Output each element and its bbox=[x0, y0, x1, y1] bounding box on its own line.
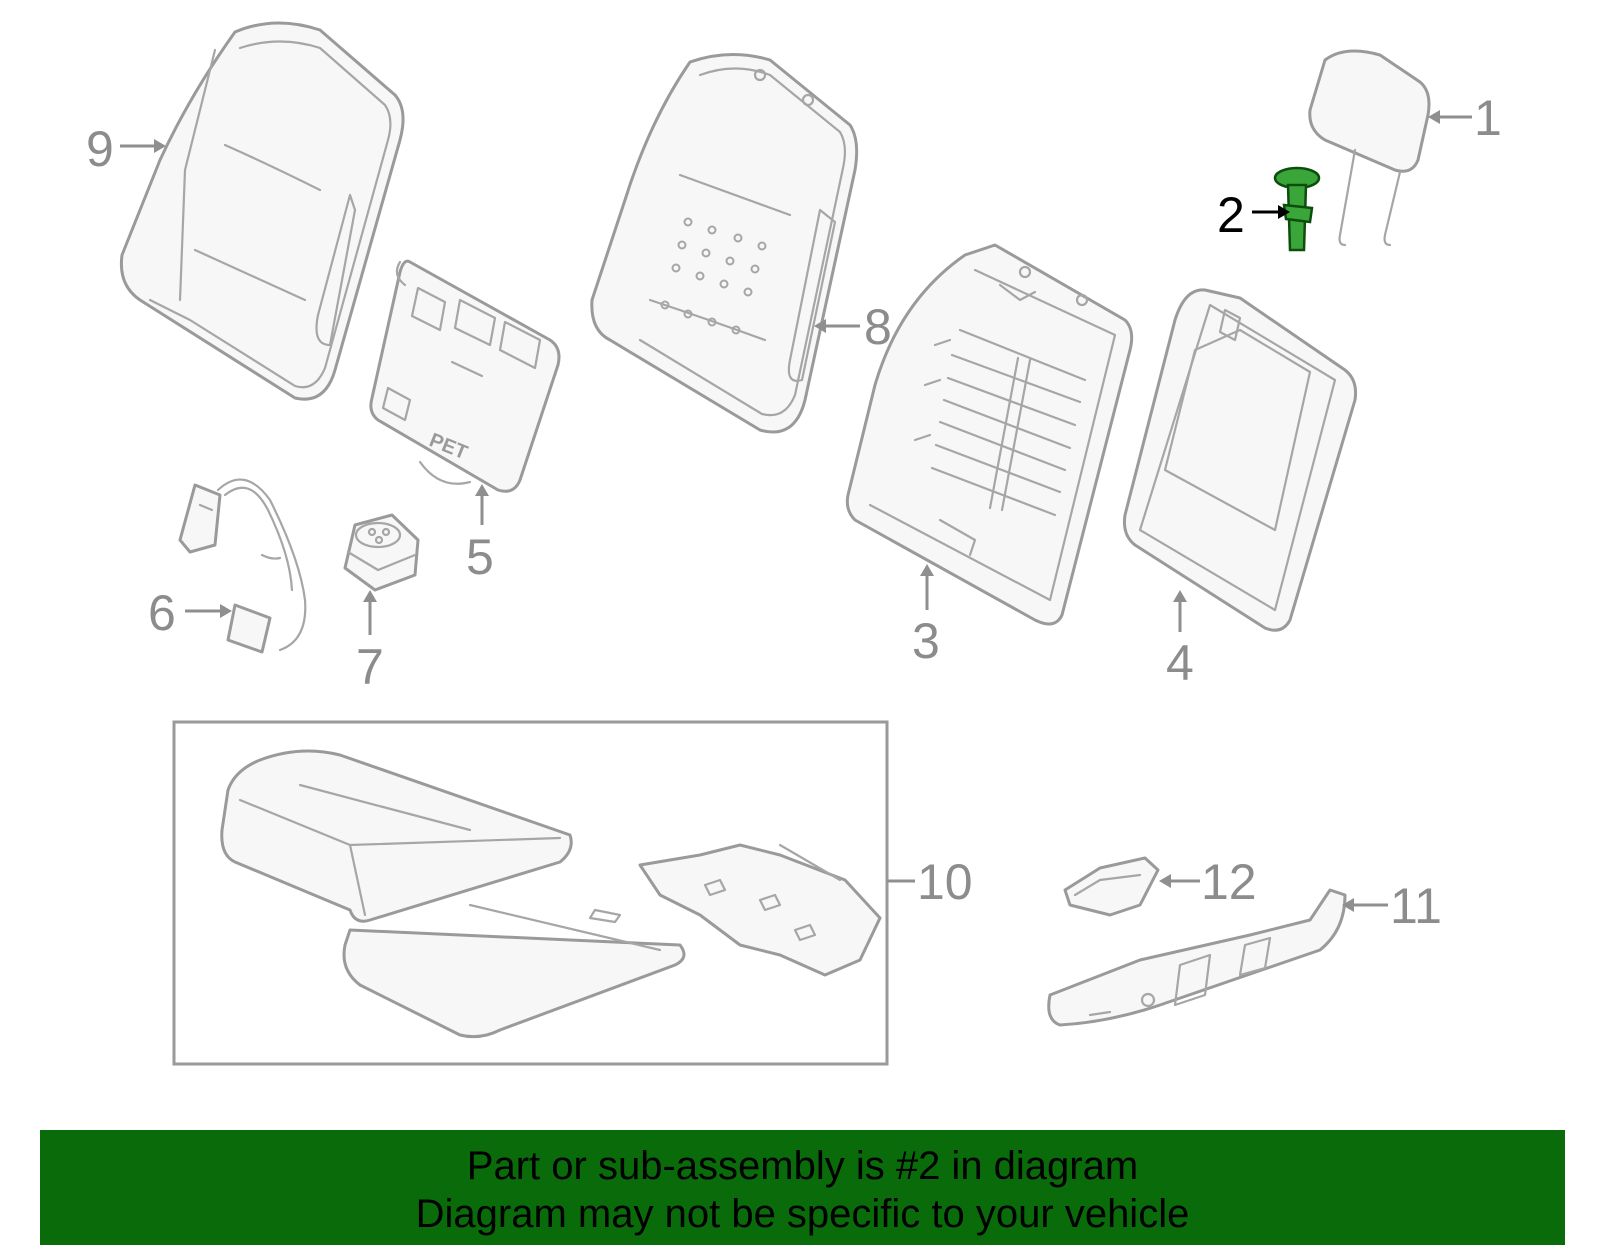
part-8-seat-back-trim bbox=[590, 53, 859, 434]
callout-7: 7 bbox=[356, 590, 384, 695]
callout-label-8: 8 bbox=[864, 299, 892, 355]
part-7-module bbox=[343, 513, 420, 592]
callout-10: 10 bbox=[887, 854, 973, 910]
callout-label-9: 9 bbox=[86, 121, 114, 177]
callout-3: 3 bbox=[912, 564, 940, 669]
callout-12: 12 bbox=[1159, 854, 1257, 910]
callout-5: 5 bbox=[466, 484, 494, 585]
part-9-seat-back-cover bbox=[119, 21, 405, 401]
callout-label-10: 10 bbox=[917, 854, 973, 910]
callout-1: 1 bbox=[1428, 90, 1502, 146]
callout-8: 8 bbox=[814, 299, 892, 355]
callout-9: 9 bbox=[86, 121, 166, 177]
callout-label-2: 2 bbox=[1217, 187, 1245, 243]
callout-label-12: 12 bbox=[1201, 854, 1257, 910]
seat-parts-diagram: PET bbox=[86, 21, 1502, 1066]
callout-11: 11 bbox=[1342, 878, 1442, 934]
callout-label-5: 5 bbox=[466, 529, 494, 585]
callout-2: 2 bbox=[1217, 187, 1290, 243]
callout-label-3: 3 bbox=[912, 613, 940, 669]
part-5-heater-pad: PET bbox=[369, 259, 561, 493]
part-3-seat-back-frame bbox=[845, 243, 1134, 626]
part-10-seat-cushion-inset bbox=[172, 720, 889, 1066]
callout-6: 6 bbox=[148, 585, 232, 641]
callout-4: 4 bbox=[1166, 590, 1194, 691]
callout-label-4: 4 bbox=[1166, 635, 1194, 691]
banner-line-1: Part or sub-assembly is #2 in diagram bbox=[466, 1144, 1139, 1188]
part-2-headrest-guide bbox=[1273, 166, 1321, 252]
part-4-back-panel bbox=[1123, 288, 1357, 632]
info-banner: Part or sub-assembly is #2 in diagram Di… bbox=[40, 1130, 1565, 1245]
callout-label-1: 1 bbox=[1474, 90, 1502, 146]
part-6-wire-harness bbox=[178, 478, 307, 654]
part-1-headrest bbox=[1308, 49, 1431, 247]
part-11-side-panel bbox=[1047, 888, 1347, 1027]
callout-label-11: 11 bbox=[1390, 878, 1442, 934]
callout-label-7: 7 bbox=[356, 639, 384, 695]
inset-frame bbox=[172, 720, 889, 1066]
part-12-trim-cover bbox=[1063, 856, 1160, 917]
callout-label-6: 6 bbox=[148, 585, 176, 641]
banner-line-2: Diagram may not be specific to your vehi… bbox=[415, 1192, 1190, 1236]
